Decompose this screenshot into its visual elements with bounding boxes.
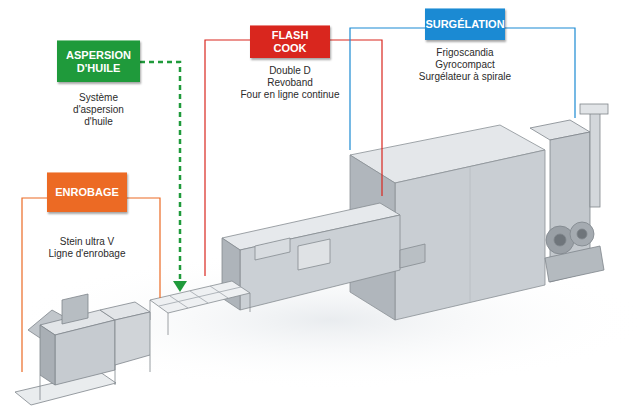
callout: ASPERSION D'HUILESystème d'aspersion d'h…	[57, 40, 140, 82]
callout: ENROBAGEStein ultra VLigne d'enrobage	[47, 172, 127, 212]
leader-line	[205, 40, 250, 276]
callout-text: Four en ligne continue	[225, 89, 355, 101]
leader-line	[505, 28, 575, 118]
conveyor	[150, 281, 250, 335]
leader-line	[350, 28, 425, 150]
callout: FLASH COOKDouble DRevobandFour en ligne …	[250, 25, 330, 58]
callout: SURGÉLATIONFrigoscandiaGyrocompactSurgél…	[425, 8, 505, 40]
leader-lines	[22, 28, 575, 372]
leader-line	[127, 198, 160, 298]
flash-cook-oven	[222, 203, 425, 310]
callout-text: Gyrocompact	[400, 59, 530, 71]
callout-text: Double D	[225, 65, 355, 77]
callout-text: Système d'aspersion d'huile	[67, 92, 131, 128]
callout-text: Ligne d'enrobage	[32, 248, 142, 260]
callout-heading: FLASH COOK	[250, 25, 330, 58]
callout-heading: ENROBAGE	[47, 172, 127, 212]
callout-heading: SURGÉLATION	[425, 8, 505, 40]
arrowhead	[173, 281, 187, 292]
callout-body: Système d'aspersion d'huile	[67, 92, 131, 128]
coating-machine	[15, 294, 150, 405]
callout-heading: ASPERSION D'HUILE	[57, 40, 140, 82]
callout-text: Stein ultra V	[32, 236, 142, 248]
callout-text: Revoband	[225, 77, 355, 89]
freezer-machinery	[530, 104, 608, 282]
callout-body: Stein ultra VLigne d'enrobage	[32, 236, 142, 260]
callout-text: Surgélateur à spirale	[400, 71, 530, 83]
callout-text: Frigoscandia	[400, 47, 530, 59]
callout-body: FrigoscandiaGyrocompactSurgélateur à spi…	[400, 47, 530, 83]
leader-line	[330, 40, 382, 196]
callout-body: Double DRevobandFour en ligne continue	[225, 65, 355, 101]
leader-line	[22, 198, 47, 372]
